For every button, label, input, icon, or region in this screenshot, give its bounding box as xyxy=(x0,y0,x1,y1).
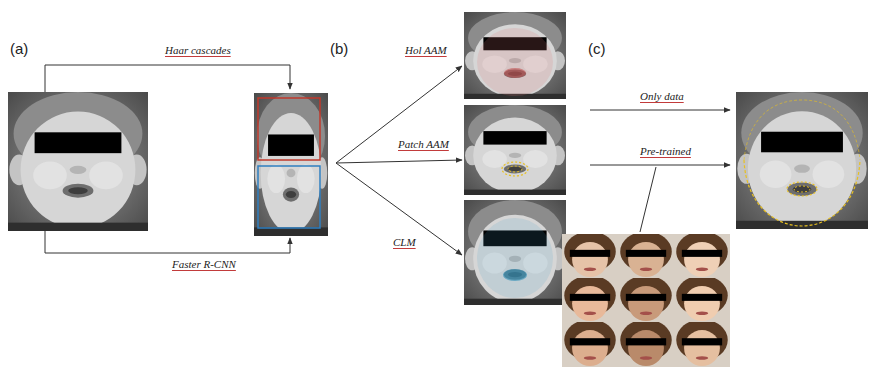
panel-letter: (c) xyxy=(588,40,606,58)
method-label: Haar cascades xyxy=(165,44,231,57)
method-label: Only data xyxy=(640,90,684,103)
panel-letter: (b) xyxy=(330,40,348,58)
method-label: Faster R-CNN xyxy=(172,258,236,271)
method-label: Patch AAM xyxy=(398,138,449,151)
method-label: Hol AAM xyxy=(405,44,447,57)
method-label: Pre-trained xyxy=(640,145,691,158)
panel-letter: (a) xyxy=(10,40,28,58)
method-label: CLM xyxy=(393,236,416,249)
